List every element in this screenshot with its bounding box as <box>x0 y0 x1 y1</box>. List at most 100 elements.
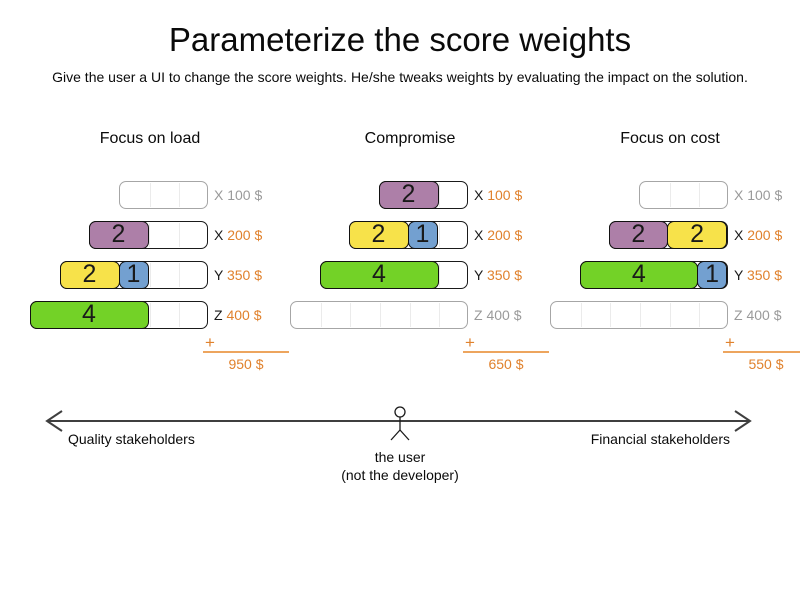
capacity-box: 4 <box>29 300 208 329</box>
user-stick-figure-icon <box>390 406 410 441</box>
resource-letter: Z <box>474 307 483 323</box>
capacity-box <box>639 181 728 209</box>
assignment-block: 1 <box>407 220 438 249</box>
resource-row: Z 400 $ <box>535 301 782 329</box>
total-cost-block: + 650 $ <box>463 334 549 372</box>
axis-label-quality: Quality stakeholders <box>68 431 195 447</box>
resource-letter: Z <box>734 307 743 323</box>
scenario-title: Focus on cost <box>620 130 720 147</box>
scenario-panel-focus-on-load: Focus on load X 100 $ 2 X 200 $ <box>15 128 289 388</box>
assignment-block: 4 <box>29 300 149 329</box>
arrow-left-icon <box>45 410 63 432</box>
capacity-box <box>550 301 728 329</box>
capacity-box-area: 4 1 <box>535 260 728 289</box>
resource-price: 350 $ <box>746 267 783 283</box>
resource-label: Z 400 $ <box>474 307 522 323</box>
resource-label: X 100 $ <box>214 187 262 203</box>
resource-price: 400 $ <box>746 307 782 323</box>
resource-label: X 200 $ <box>214 227 262 243</box>
capacity-box <box>119 181 208 209</box>
capacity-box-area: 2 2 <box>535 220 728 249</box>
assignment-block: 1 <box>118 260 149 289</box>
resource-row: Z 400 $ <box>275 301 522 329</box>
capacity-box: 2 1 <box>59 260 208 289</box>
resource-row: 2 X 200 $ <box>15 220 262 249</box>
capacity-box: 4 1 <box>579 260 728 289</box>
resource-label: Y 350 $ <box>474 267 522 283</box>
capacity-box-area <box>15 181 208 209</box>
assignment-block: 1 <box>697 260 727 289</box>
resource-letter: X <box>214 227 224 243</box>
resource-price: 100 $ <box>487 187 523 203</box>
resource-row: 4 Z 400 $ <box>15 300 262 329</box>
user-caption-line1: the user <box>374 449 426 465</box>
resource-label: X 100 $ <box>474 187 522 203</box>
resource-letter: Y <box>734 267 744 283</box>
capacity-box-area: 2 <box>15 220 208 249</box>
resource-row: 2 1 Y 350 $ <box>15 260 262 289</box>
capacity-box <box>290 301 468 329</box>
assignment-block: 4 <box>579 260 699 289</box>
resource-label: X 200 $ <box>734 227 782 243</box>
capacity-box: 4 <box>319 260 468 289</box>
capacity-box: 2 <box>88 220 208 249</box>
resource-letter: X <box>474 227 484 243</box>
total-cost-value: 950 $ <box>228 356 264 372</box>
resource-row: 4 1 Y 350 $ <box>535 260 783 289</box>
assignment-block: 2 <box>667 220 727 249</box>
capacity-box-area <box>535 181 728 209</box>
resource-row: X 100 $ <box>15 181 262 209</box>
resource-label: X 100 $ <box>734 187 782 203</box>
resource-price: 200 $ <box>227 227 263 243</box>
plus-sign: + <box>723 334 800 353</box>
resource-price: 100 $ <box>227 187 263 203</box>
capacity-box: 2 2 <box>608 220 728 249</box>
capacity-box-area: 2 <box>275 180 468 209</box>
plus-sign: + <box>463 334 549 353</box>
resource-price: 400 $ <box>226 307 262 323</box>
total-cost-value: 550 $ <box>748 356 784 372</box>
total-cost-value: 650 $ <box>488 356 524 372</box>
resource-label: X 200 $ <box>474 227 522 243</box>
resource-letter: Z <box>214 307 223 323</box>
scenario-panel-focus-on-cost: Focus on cost X 100 $ 2 2 X <box>535 128 800 388</box>
capacity-box-area: 4 <box>15 300 208 329</box>
scenario-panel-compromise: Compromise 2 X 100 $ 2 1 <box>275 128 549 388</box>
resource-price: 350 $ <box>486 267 523 283</box>
assignment-block: 2 <box>608 220 669 249</box>
resource-label: Y 350 $ <box>214 267 262 283</box>
assignment-block: 2 <box>88 220 149 249</box>
resource-letter: X <box>734 187 744 203</box>
arrow-right-icon <box>734 410 752 432</box>
assignment-block: 4 <box>319 260 439 289</box>
resource-letter: Y <box>214 267 224 283</box>
resource-row: 4 Y 350 $ <box>275 260 522 289</box>
assignment-block: 2 <box>378 180 439 209</box>
stakeholder-axis <box>45 406 752 441</box>
total-cost-block: + 950 $ <box>203 334 289 372</box>
plus-sign: + <box>203 334 289 353</box>
capacity-box: 2 1 <box>348 220 468 249</box>
resource-price: 350 $ <box>226 267 263 283</box>
scenario-title: Focus on load <box>99 130 201 147</box>
resource-row: 2 1 X 200 $ <box>275 220 522 249</box>
resource-letter: X <box>214 187 224 203</box>
resource-row: X 100 $ <box>535 181 782 209</box>
resource-letter: X <box>734 227 744 243</box>
resource-price: 200 $ <box>747 227 783 243</box>
capacity-box-area: 2 1 <box>275 220 468 249</box>
axis-label-financial: Financial stakeholders <box>590 431 730 447</box>
resource-label: Z 400 $ <box>214 307 262 323</box>
resource-row: 2 X 100 $ <box>275 180 522 209</box>
resource-letter: X <box>474 187 484 203</box>
scenario-title: Compromise <box>364 130 456 147</box>
resource-price: 200 $ <box>487 227 523 243</box>
total-cost-block: + 550 $ <box>723 334 800 372</box>
capacity-box-area: 4 <box>275 260 468 289</box>
assignment-block: 2 <box>348 220 409 249</box>
resource-price: 100 $ <box>747 187 783 203</box>
page-subtitle: Give the user a UI to change the score w… <box>52 69 748 85</box>
capacity-box: 2 <box>378 180 468 209</box>
resource-price: 400 $ <box>486 307 522 323</box>
